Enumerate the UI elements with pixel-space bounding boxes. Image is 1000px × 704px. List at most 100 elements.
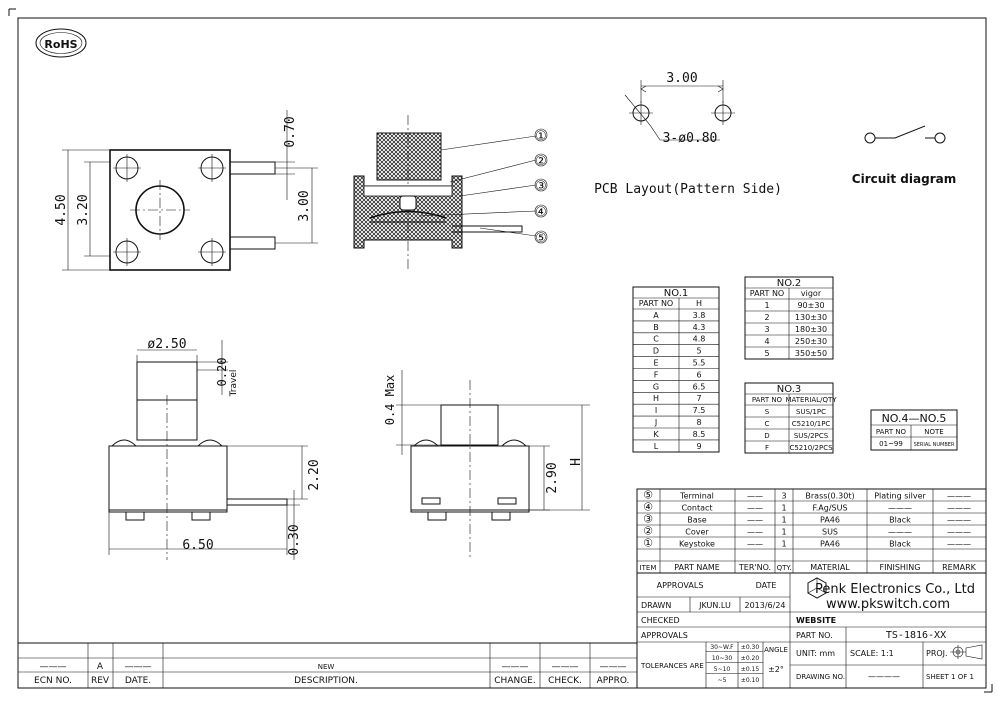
bom-header-name: PART NAME bbox=[674, 563, 720, 572]
table-cell: 9 bbox=[696, 442, 701, 451]
callout-4: ④ bbox=[535, 205, 547, 220]
approvals-label: APPROVALS bbox=[641, 631, 688, 640]
bom-item: ① bbox=[643, 537, 653, 550]
bom-part-name: Base bbox=[687, 516, 707, 525]
rev-value: A bbox=[97, 662, 104, 672]
dim-pin-pitch: 3.00 bbox=[297, 190, 312, 221]
check-value: ——— bbox=[552, 662, 579, 672]
dim-travel: 0.20 bbox=[215, 358, 229, 387]
table-cell: K bbox=[653, 430, 659, 439]
check-header: CHECK. bbox=[548, 676, 582, 686]
dim-top-height: 3.20 bbox=[76, 194, 91, 225]
bom-part-name: Keystoke bbox=[679, 540, 715, 549]
bom-part-name: Cover bbox=[685, 528, 709, 537]
scale-label: SCALE: 1:1 bbox=[850, 649, 894, 658]
callout-1: ① bbox=[535, 129, 547, 144]
table-cell: 6.5 bbox=[693, 382, 706, 391]
table-cell: 2 bbox=[764, 313, 769, 322]
change-value: ——— bbox=[502, 662, 529, 672]
table-cell: D bbox=[653, 347, 659, 356]
table1-header-part: PART NO bbox=[639, 299, 673, 308]
ecn-header: ECN NO. bbox=[34, 676, 72, 686]
bom-material: SUS bbox=[822, 528, 838, 537]
table-cell: 7.5 bbox=[693, 406, 706, 415]
bom-qty: 3 bbox=[781, 492, 786, 501]
angle-value: ±2° bbox=[768, 665, 784, 674]
date-header: DATE bbox=[756, 581, 777, 590]
bom-header-item: ITEM bbox=[640, 564, 657, 572]
company-name: Penk Electronics Co., Ltd bbox=[815, 582, 975, 597]
table2-header-vigor: vigor bbox=[801, 289, 822, 298]
tolerance-value: ±0.10 bbox=[741, 677, 760, 684]
description-value: NEW bbox=[318, 663, 335, 671]
company-logo-icon bbox=[807, 577, 827, 599]
table-cell: G bbox=[653, 382, 659, 391]
tolerance-range: 30~W.F bbox=[710, 644, 734, 651]
appro-header: APPRO. bbox=[597, 676, 630, 686]
bom-material: PA46 bbox=[820, 540, 840, 549]
bom-qty: 1 bbox=[781, 516, 786, 525]
ecn-value: ——— bbox=[40, 662, 67, 672]
table-cell: I bbox=[655, 406, 657, 415]
bom-finishing: ——— bbox=[888, 504, 912, 513]
table-cell: H bbox=[653, 394, 659, 403]
bom-item: ③ bbox=[643, 513, 653, 526]
table-cell: 250±30 bbox=[795, 337, 827, 346]
dim-h: H bbox=[569, 458, 584, 466]
company-website: www.pkswitch.com bbox=[826, 597, 950, 612]
table-cell: D bbox=[764, 432, 769, 440]
bom-finishing: Plating silver bbox=[874, 492, 926, 501]
table-cell: 4.3 bbox=[693, 323, 706, 332]
dim-body-height: 2.20 bbox=[307, 459, 322, 490]
table-cell: C bbox=[765, 420, 770, 428]
bom-ter-no: —— bbox=[747, 528, 763, 537]
bom-ter-no: —— bbox=[747, 540, 763, 549]
bom-part-name: Contact bbox=[681, 504, 712, 513]
bom-header-remark: REMARK bbox=[942, 563, 977, 572]
dim-pin-width: 0.70 bbox=[283, 116, 298, 147]
table-cell: 350±50 bbox=[795, 349, 827, 358]
pcb-holes: 3-ø0.80 bbox=[663, 131, 718, 146]
unit-label: UNIT: mm bbox=[796, 649, 835, 658]
projection-symbol-icon bbox=[950, 644, 983, 660]
rev-header: REV bbox=[91, 676, 110, 686]
pcb-pitch: 3.00 bbox=[666, 71, 697, 86]
bom-remark: ——— bbox=[947, 540, 971, 549]
table1-title: NO.1 bbox=[664, 288, 689, 299]
bom-remark: ——— bbox=[947, 516, 971, 525]
bom-remark: ——— bbox=[947, 492, 971, 501]
tolerance-value: ±0.20 bbox=[741, 655, 760, 662]
table45-row-part: 01~99 bbox=[879, 440, 903, 448]
table-cell: 5.5 bbox=[693, 359, 706, 368]
date-header: DATE. bbox=[125, 676, 151, 686]
bom-remark: ——— bbox=[947, 528, 971, 537]
change-header: CHANGE. bbox=[494, 676, 535, 686]
bom-header-qty: QTY. bbox=[777, 564, 792, 572]
proj-label: PROJ. bbox=[926, 649, 948, 658]
drawing-no-label: DRAWING NO. bbox=[796, 673, 845, 681]
bom-item: ② bbox=[643, 525, 653, 538]
table-cell: C bbox=[653, 335, 659, 344]
table-cell: J bbox=[654, 418, 657, 427]
table-cell: 4 bbox=[764, 337, 769, 346]
table45-header-note: NOTE bbox=[924, 428, 943, 436]
table-cell: 90±30 bbox=[797, 301, 824, 310]
title-block: APPROVALS DATE Penk Electronics Co., Ltd… bbox=[636, 572, 987, 689]
table3-header-part: PART NO bbox=[752, 396, 783, 404]
front-view: ø2.50 0.20 Travel 2.20 0.30 6.50 bbox=[108, 337, 322, 560]
dim-cap-diameter: ø2.50 bbox=[147, 337, 186, 352]
table-cell: A bbox=[653, 311, 659, 320]
website-label: WEBSITE bbox=[796, 616, 836, 625]
bom-remark: ——— bbox=[947, 504, 971, 513]
bom-item: ④ bbox=[643, 501, 653, 514]
tolerance-range: ~5 bbox=[718, 677, 727, 684]
table1-header-h: H bbox=[696, 299, 702, 308]
table-cell: B bbox=[653, 323, 659, 332]
rohs-logo: RoHS bbox=[35, 28, 87, 58]
callout-3: ③ bbox=[535, 179, 547, 194]
dim-body-width: 6.50 bbox=[182, 538, 213, 553]
revision-block: ECN NO. REV DATE. DESCRIPTION. CHANGE. C… bbox=[17, 642, 638, 689]
